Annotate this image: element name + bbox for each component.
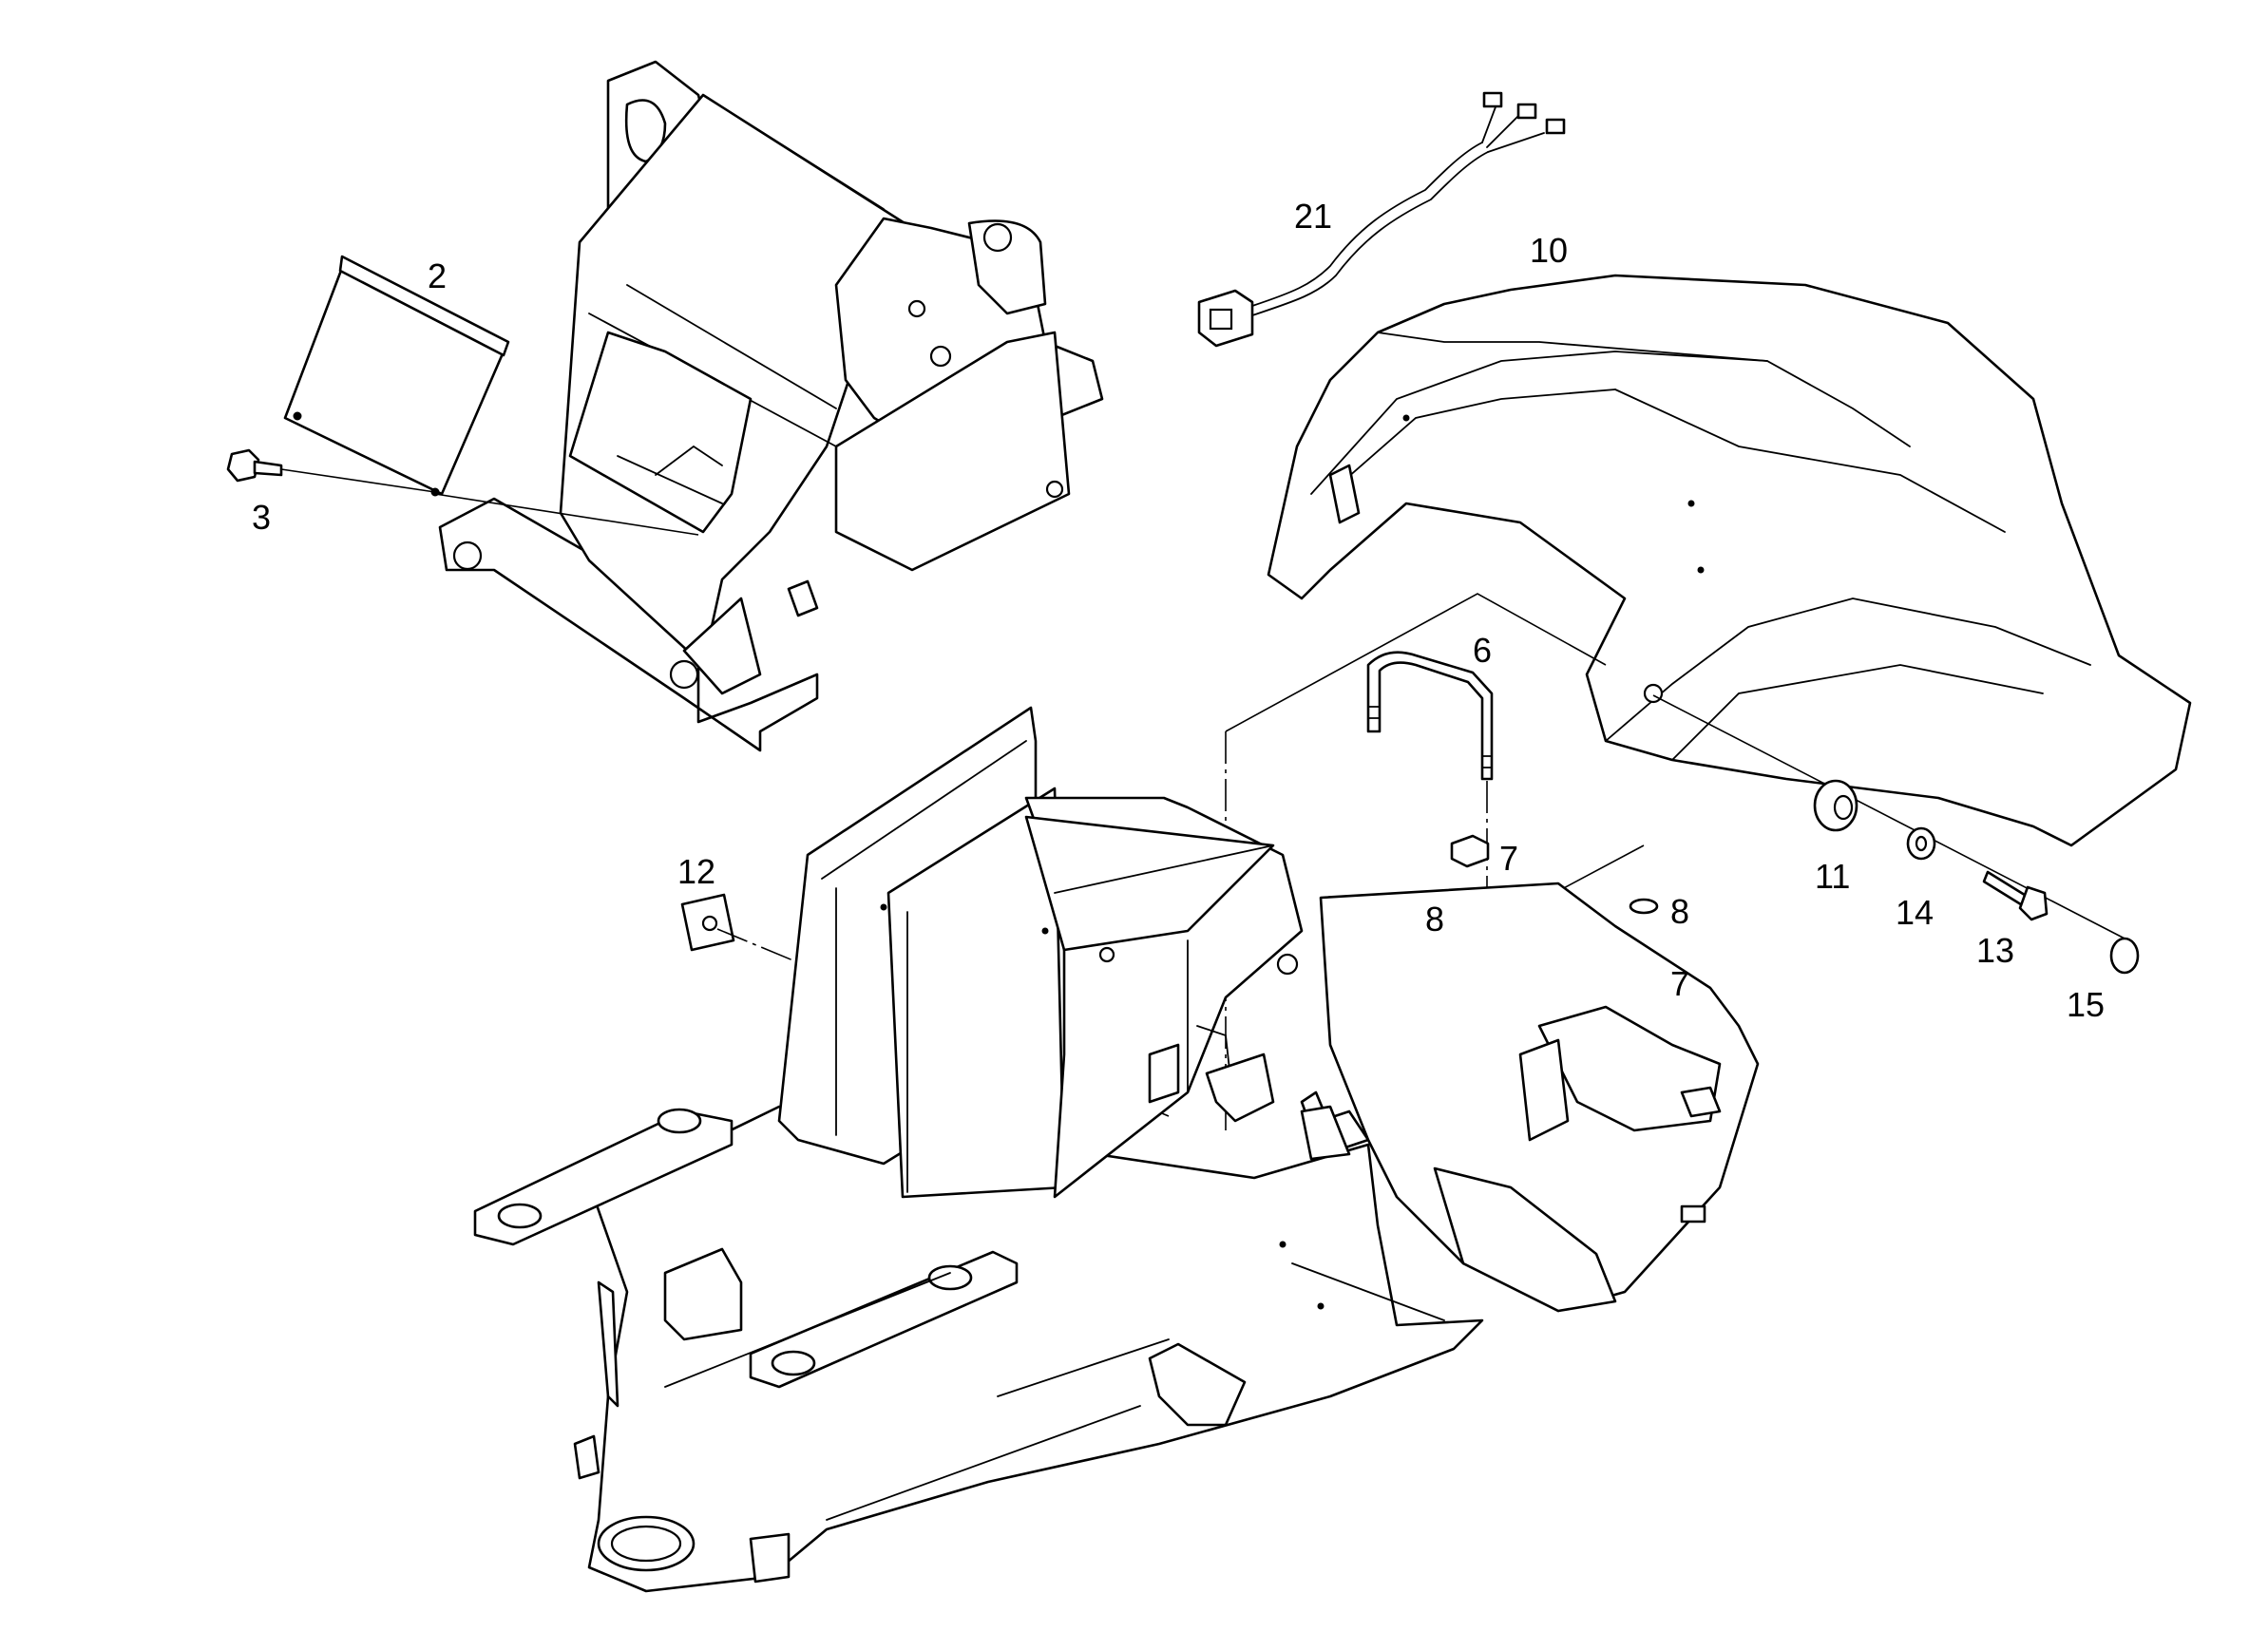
main-chassis	[473, 706, 1760, 1593]
cover-plate	[283, 255, 510, 497]
callout-3: 3	[252, 498, 271, 537]
leader-fender-mount	[1652, 694, 2129, 941]
nut-upper	[1450, 834, 1490, 868]
callout-6: 6	[1473, 631, 1492, 670]
callout-8-right: 8	[1670, 892, 1689, 931]
wire-harness	[1197, 91, 1566, 348]
washer	[1906, 826, 1936, 861]
callout-10: 10	[1530, 231, 1568, 270]
mounting-bolt	[1982, 870, 2049, 921]
callout-8-left: 8	[1425, 900, 1444, 939]
callout-2: 2	[428, 256, 447, 295]
cap-plug	[2109, 937, 2140, 975]
leader-3	[280, 468, 436, 493]
u-bolt	[1366, 651, 1494, 781]
callout-15: 15	[2067, 985, 2105, 1024]
leader-2-bottom	[434, 493, 699, 536]
leader-fender-rail	[1225, 593, 1607, 732]
callout-7-lower: 7	[1670, 964, 1689, 1003]
callout-13: 13	[1976, 931, 2014, 970]
callout-7-upper: 7	[1499, 839, 1518, 878]
rear-fender	[1267, 274, 2192, 847]
rubber-mount	[1813, 779, 1858, 832]
callout-11: 11	[1815, 857, 1850, 896]
callout-21: 21	[1294, 197, 1332, 236]
callout-14: 14	[1896, 893, 1934, 932]
washer-lower	[1629, 898, 1659, 915]
rubber-pad	[680, 893, 735, 952]
hex-bolt	[226, 448, 283, 483]
callout-12: 12	[677, 852, 715, 891]
loader-tower-frame	[438, 60, 1104, 752]
